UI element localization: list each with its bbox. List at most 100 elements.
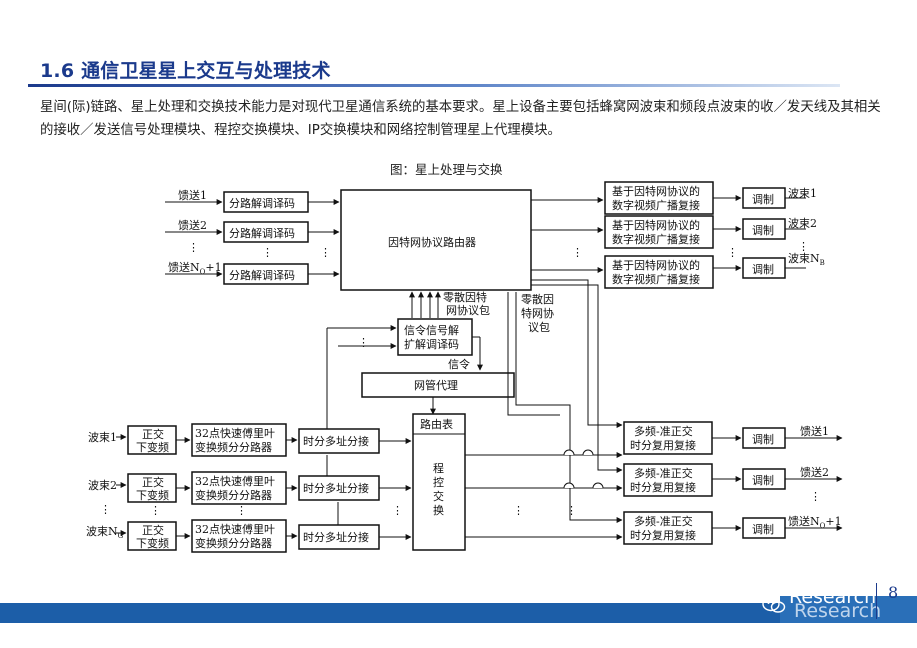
mf-mux-box-2 [623, 463, 713, 497]
nm-agent-box [361, 372, 515, 398]
beam-input-2: 波束2 [88, 479, 117, 492]
mf-mux-3b: 时分复用复接 [630, 528, 696, 542]
signal-demod-box [397, 318, 473, 356]
mf-mux-3a: 多频-准正交 [634, 514, 693, 528]
feed-output-n: 馈送NO+1 [788, 514, 842, 530]
feed-input-dots: ⋮ [188, 241, 199, 254]
program-switch-2: 控 [433, 475, 444, 489]
broadcast-mux-2a: 基于因特网协议的 [612, 218, 700, 232]
modulate-bottom-3: 调制 [752, 523, 774, 536]
tdm-demux-3: 时分多址分接 [303, 530, 369, 544]
fft-1a: 32点快速傅里叶 [195, 426, 275, 440]
wechat-icon [762, 596, 786, 613]
page-title: 1.6 通信卫星星上交互与处理技术 [40, 60, 331, 82]
feed-output-1: 馈送1 [800, 424, 829, 438]
mf-mux-2a: 多频-准正交 [634, 466, 693, 480]
modulate-bottom-2: 调制 [752, 474, 774, 487]
program-switch-4: 换 [433, 503, 444, 517]
beam-output-n: 波束NB [788, 252, 825, 267]
onboard-processing-diagram: 馈送1 馈送2 ⋮ 馈送NO+1 分路解调译码 分路解调译码 ⋮ 分路解调译码 … [86, 181, 843, 553]
body-paragraph: 星间(际)链路、星上处理和交换技术能力是对现代卫星通信系统的基本要求。星上设备主… [40, 100, 881, 138]
scattered-packet-right-1: 零散因 [521, 292, 554, 306]
figure-caption: 图：星上处理与交换 [390, 162, 503, 177]
footer-brand-block [780, 596, 917, 623]
downconvert-box-3 [127, 521, 177, 551]
router-label: 因特网协议路由器 [388, 235, 476, 249]
switch-out-dots-1: ⋮ [513, 504, 524, 517]
modulate-top-dots: ⋮ [727, 246, 738, 259]
fft-box-2 [191, 471, 287, 505]
feed-input-2: 馈送2 [178, 218, 207, 232]
beam-output-2: 波束2 [788, 217, 817, 230]
tdm-demux-box-1 [298, 428, 380, 454]
fft-3b: 变换频分分路器 [195, 536, 272, 550]
tdm-demux-box-3 [298, 524, 380, 550]
scattered-packet-left-1: 零散因特 [443, 290, 487, 304]
fft-2b: 变换频分分路器 [195, 488, 272, 502]
modulate-bottom-1: 调制 [752, 433, 774, 446]
broadcast-mux-box-1 [604, 181, 714, 215]
footer-brand-text: Research [789, 586, 877, 608]
program-switch-3: 交 [433, 489, 444, 503]
signal-demod-label-2: 扩解调译码 [404, 337, 459, 351]
broadcast-mux-box-3 [604, 255, 714, 289]
beam-output-1: 波束1 [788, 187, 817, 200]
demod-label-1: 分路解调译码 [229, 196, 295, 210]
broadcast-mux-3a: 基于因特网协议的 [612, 258, 700, 272]
broadcast-mux-box-2 [604, 215, 714, 249]
beam-input-dots: ⋮ [100, 503, 111, 516]
tdm-demux-dots: ⋮ [392, 504, 403, 517]
downconvert-3a: 正交 [142, 523, 164, 537]
mf-mux-box-1 [623, 421, 713, 455]
modulate-top-1: 调制 [752, 193, 774, 206]
downconvert-3b: 下变频 [136, 536, 169, 550]
page-number: 8 [888, 583, 899, 602]
feed-input-1: 馈送1 [178, 188, 207, 202]
tdm-demux-box-2 [298, 475, 380, 501]
page-separator [876, 583, 877, 619]
demod-label-3: 分路解调译码 [229, 268, 295, 282]
modulate-top-2: 调制 [752, 224, 774, 237]
mf-mux-1a: 多频-准正交 [634, 424, 693, 438]
scattered-packet-left-2: 网协议包 [446, 303, 490, 317]
mf-mux-2b: 时分复用复接 [630, 480, 696, 494]
modulate-top-3: 调制 [752, 263, 774, 276]
footer-brand-shadow: Research [794, 600, 882, 622]
downconvert-box-1 [127, 425, 177, 455]
fft-box-3 [191, 519, 287, 553]
beam-input-1: 波束1 [88, 431, 117, 444]
broadcast-mux-3b: 数字视频广播复接 [612, 272, 700, 286]
feed-output-2: 馈送2 [800, 465, 829, 479]
downconvert-1a: 正交 [142, 427, 164, 441]
demod-dots-right: ⋮ [320, 246, 331, 259]
feed-input-n: 馈送NO+1 [168, 260, 222, 276]
broadcast-mux-1b: 数字视频广播复接 [612, 198, 700, 212]
fft-1b: 变换频分分路器 [195, 440, 272, 454]
tdm-demux-1: 时分多址分接 [303, 434, 369, 448]
signal-demod-label-1: 信令信号解 [404, 323, 459, 337]
broadcast-mux-1a: 基于因特网协议的 [612, 184, 700, 198]
program-switch-1: 程 [433, 462, 444, 475]
switch-out-dots-2: ⋮ [566, 504, 577, 517]
downconvert-1b: 下变频 [136, 440, 169, 454]
feed-output-dots: ⋮ [810, 490, 821, 503]
fft-2a: 32点快速傅里叶 [195, 474, 275, 488]
title-underline [28, 84, 840, 87]
scattered-packet-right-2: 特网协 [521, 306, 554, 320]
scattered-packet-right-3: 议包 [528, 321, 550, 334]
signal-in-dots: ⋮ [358, 336, 369, 349]
routing-table-label: 路由表 [420, 417, 453, 431]
footer-bar [0, 603, 917, 623]
router-out-dots: ⋮ [572, 246, 583, 259]
beam-input-n: 波束NG [86, 525, 124, 540]
mf-mux-1b: 时分复用复接 [630, 438, 696, 452]
demod-dots: ⋮ [262, 246, 273, 259]
nm-agent-label: 网管代理 [414, 378, 458, 392]
signal-label: 信令 [448, 357, 470, 371]
downconvert-2b: 下变频 [136, 488, 169, 502]
tdm-demux-2: 时分多址分接 [303, 481, 369, 495]
fft-dots: ⋮ [236, 504, 247, 517]
downconvert-dots: ⋮ [150, 504, 161, 517]
fft-3a: 32点快速傅里叶 [195, 522, 275, 536]
program-switch-box [412, 413, 466, 551]
